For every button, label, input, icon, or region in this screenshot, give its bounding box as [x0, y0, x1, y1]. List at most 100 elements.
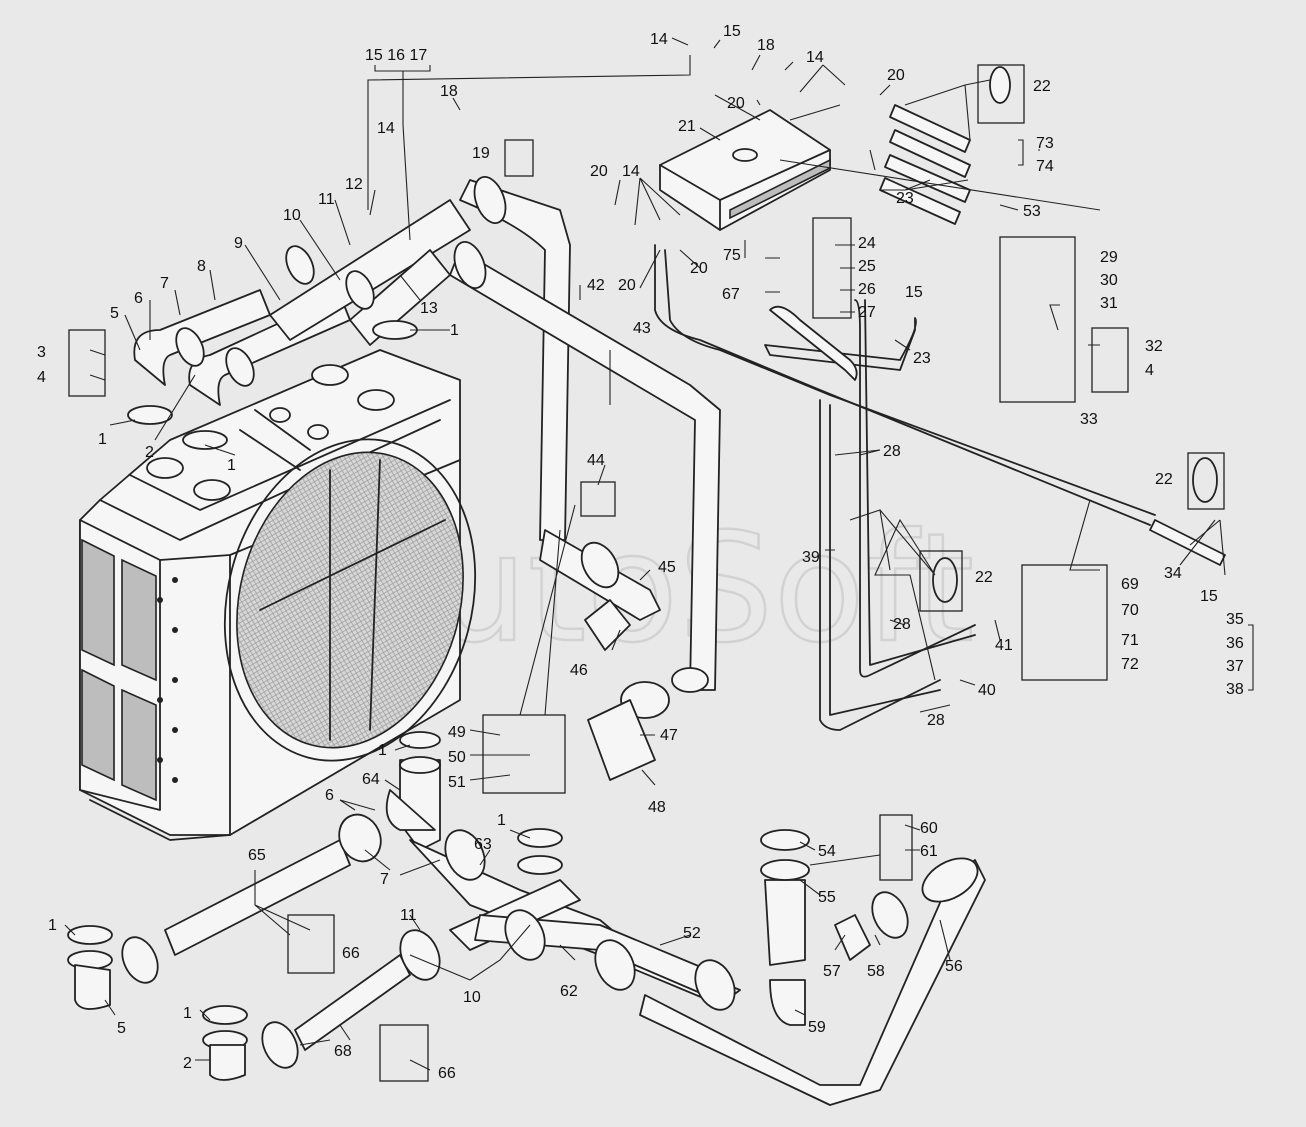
label: 73: [1036, 135, 1054, 152]
label: 68: [334, 1043, 352, 1060]
label: 7: [380, 871, 389, 888]
label: 41: [995, 637, 1013, 654]
label: 39: [802, 549, 820, 566]
label: 2: [145, 444, 154, 461]
label: 14: [806, 49, 824, 66]
label: 44: [587, 452, 605, 469]
label: 9: [234, 235, 243, 252]
label: 28: [883, 443, 901, 460]
label: 14: [622, 163, 640, 180]
label: 45: [658, 559, 676, 576]
label: 26: [858, 281, 876, 298]
pipes-42-43: [449, 176, 721, 693]
callout-boxes: [68, 64, 1254, 1082]
label: 64: [362, 771, 380, 788]
label: 20: [590, 163, 608, 180]
label: 1: [183, 1005, 192, 1022]
label: 6: [325, 787, 334, 804]
label: 49: [448, 724, 466, 741]
label: 22: [975, 569, 993, 586]
label: 72: [1121, 656, 1139, 673]
label: 20: [690, 260, 708, 277]
label: 53: [1023, 203, 1041, 220]
label: 5: [117, 1020, 126, 1037]
label: 66: [438, 1065, 456, 1082]
label: 10: [463, 989, 481, 1006]
label: 59: [808, 1019, 826, 1036]
label: 30: [1100, 272, 1118, 289]
label: 62: [560, 983, 578, 1000]
label: 10: [283, 207, 301, 224]
label: 1: [48, 917, 57, 934]
label: 54: [818, 843, 836, 860]
label: 7: [160, 275, 169, 292]
label: 50: [448, 749, 466, 766]
label: 47: [660, 727, 678, 744]
label: 28: [893, 616, 911, 633]
label: 61: [920, 843, 938, 860]
label: 75: [723, 247, 741, 264]
label: 1: [98, 431, 107, 448]
hose-45-assembly: [539, 529, 670, 781]
label: 43: [633, 320, 651, 337]
label: 46: [570, 662, 588, 679]
label: 3: [37, 344, 46, 361]
label: 13: [420, 300, 438, 317]
label: 18: [757, 37, 775, 54]
label: 24: [858, 235, 876, 252]
label: 55: [818, 889, 836, 906]
label: 15: [723, 23, 741, 40]
expansion-tank: [659, 109, 831, 231]
label: 32: [1145, 338, 1163, 355]
label: 14: [650, 31, 668, 48]
label: 12: [345, 176, 363, 193]
label: 31: [1100, 295, 1118, 312]
fan-shroud-grille: [236, 451, 464, 749]
label: 66: [342, 945, 360, 962]
label: 70: [1121, 602, 1139, 619]
upper-hoses-left: [127, 199, 471, 450]
label: 33: [1080, 411, 1098, 428]
label: 1: [227, 457, 236, 474]
label: 29: [1100, 249, 1118, 266]
label: 18: [440, 83, 458, 100]
label: 6: [134, 290, 143, 307]
label: 4: [37, 369, 46, 386]
label: 51: [448, 774, 466, 791]
label: 27: [858, 304, 876, 321]
label: 15: [1200, 588, 1218, 605]
label: 2: [183, 1055, 192, 1072]
label: 11: [318, 191, 335, 208]
lower-hoses: [67, 731, 986, 1106]
label: 28: [927, 712, 945, 729]
label: 57: [823, 963, 841, 980]
label: 15: [905, 284, 923, 301]
label: 74: [1036, 158, 1054, 175]
label: 22: [1033, 78, 1051, 95]
label: 4: [1145, 362, 1154, 379]
label: 34: [1164, 565, 1182, 582]
label: 22: [1155, 471, 1173, 488]
label: 1: [378, 742, 387, 759]
label: 38: [1226, 681, 1244, 698]
label: 35: [1226, 611, 1244, 628]
label: 1: [497, 812, 506, 829]
label: 15 16 17: [365, 47, 427, 64]
label: 5: [110, 305, 119, 322]
label: 48: [648, 799, 666, 816]
label: 11: [400, 907, 417, 924]
label: 25: [858, 258, 876, 275]
label: 19: [472, 145, 490, 162]
label: 20: [618, 277, 636, 294]
label: 60: [920, 820, 938, 837]
callout-labels: 14 15 18 15 16 17 18 14 20 14 20 22 21 1…: [37, 23, 1244, 1082]
label: 67: [722, 286, 740, 303]
label: 71: [1121, 632, 1139, 649]
lines-28-23-34: [654, 244, 1226, 731]
label: 42: [587, 277, 605, 294]
label: 14: [377, 120, 395, 137]
leader-lines: [64, 37, 1226, 1071]
label: 58: [867, 963, 885, 980]
